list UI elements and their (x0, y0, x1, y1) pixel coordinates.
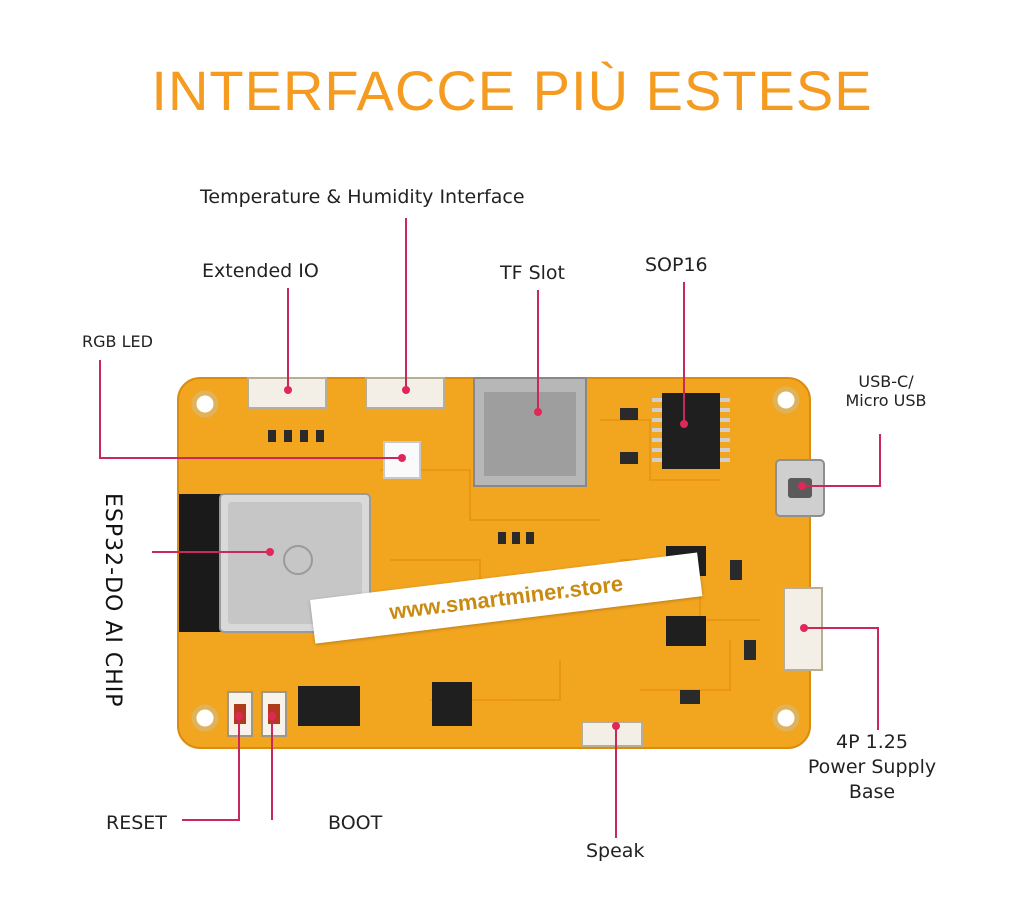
small-chip-1 (298, 686, 360, 726)
boot-button (261, 691, 287, 737)
label-reset: RESET (106, 812, 167, 834)
label-rgb-led: RGB LED (82, 332, 153, 351)
page-title: INTERFACCE PIÙ ESTESE (151, 59, 873, 122)
mounting-holes (191, 386, 800, 732)
label-power-line3: Base (848, 781, 896, 803)
label-power-supply: 4P 1.25 Power Supply Base (790, 730, 954, 805)
label-boot: BOOT (328, 812, 383, 834)
label-speak: Speak (586, 840, 645, 862)
small-chip-2 (432, 682, 472, 726)
label-temp-humidity: Temperature & Humidity Interface (200, 186, 525, 208)
leader-dots (235, 386, 808, 730)
label-esp32: ESP32-DO AI CHIP (100, 493, 125, 708)
label-sop16: SOP16 (645, 254, 708, 276)
label-usb-line1: USB-C/ (858, 372, 914, 391)
leader-lines (99, 218, 881, 838)
sop16-chip (662, 393, 720, 469)
speaker-connector (581, 721, 643, 747)
label-extended-io: Extended IO (202, 260, 319, 282)
label-usb-line2: Micro USB (845, 391, 927, 410)
label-usb: USB-C/ Micro USB (834, 372, 938, 410)
small-chip-4 (666, 616, 706, 646)
label-tf-slot: TF Slot (500, 262, 565, 284)
label-power-line2: Power Supply (807, 756, 937, 778)
label-power-line1: 4P 1.25 (836, 731, 908, 753)
